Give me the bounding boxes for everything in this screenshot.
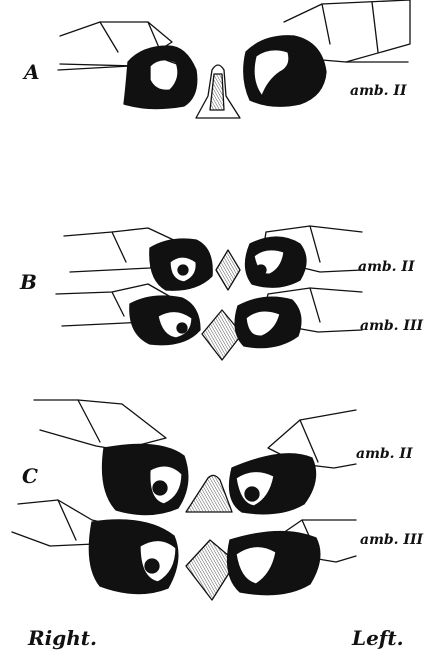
panel-c-peristomial-upper — [186, 475, 232, 512]
amb-label-c-iii: amb. III — [360, 532, 423, 548]
panel-label-a: A — [24, 60, 40, 84]
panel-b-drawing — [56, 226, 362, 360]
amb-label-a-ii: amb. II — [350, 83, 407, 99]
amb-label-c-ii: amb. II — [356, 446, 413, 462]
amb-label-b-iii: amb. III — [360, 318, 423, 334]
amb-label-b-ii: amb. II — [358, 259, 415, 275]
panel-label-c: C — [22, 464, 38, 488]
panel-b-peristomial-upper — [216, 250, 240, 290]
panel-a-drawing — [58, 0, 410, 118]
orientation-label-left: Left. — [352, 626, 404, 650]
panel-c-drawing — [12, 400, 356, 600]
panel-label-b: B — [20, 270, 37, 294]
orientation-label-right: Right. — [28, 626, 97, 650]
